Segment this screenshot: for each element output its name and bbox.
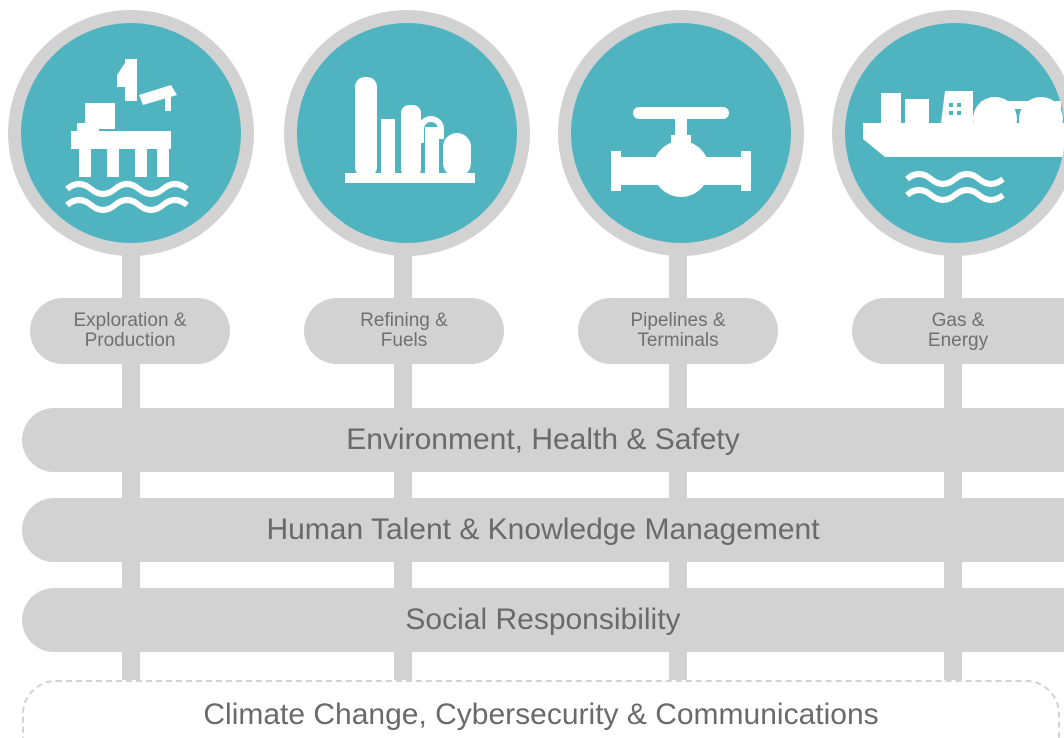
sector-label-gas: Gas & Energy	[852, 298, 1064, 364]
sector-label-line: Pipelines &	[630, 310, 726, 331]
sector-circle-gas	[832, 10, 1064, 256]
sector-circle-exploration	[8, 10, 254, 256]
emerging-layer-label: Climate Change, Cybersecurity & Communic…	[203, 698, 879, 731]
sector-label-line: Gas &	[931, 310, 985, 331]
sector-label-exploration: Exploration & Production	[30, 298, 230, 364]
emerging-layer-dashed: Climate Change, Cybersecurity & Communic…	[22, 680, 1060, 738]
sector-circle-refining	[284, 10, 530, 256]
sector-label-line: Fuels	[380, 330, 428, 351]
sector-label-pipelines: Pipelines & Terminals	[578, 298, 778, 364]
offshore-platform-icon	[65, 59, 189, 213]
layer-bar-social: Social Responsibility	[22, 588, 1064, 652]
sector-label-line: Refining &	[360, 310, 448, 331]
layer-bar-ehs: Environment, Health & Safety	[22, 408, 1064, 472]
sector-label-line: Exploration &	[73, 310, 187, 331]
lng-tanker-icon	[863, 91, 1064, 203]
sector-label-refining: Refining & Fuels	[304, 298, 504, 364]
sector-label-line: Production	[84, 330, 176, 351]
sector-circle-pipelines	[558, 10, 804, 256]
pipeline-valve-icon	[611, 107, 751, 197]
refinery-icon	[345, 77, 475, 183]
sector-label-line: Energy	[927, 330, 989, 351]
sector-label-line: Terminals	[637, 330, 719, 351]
layer-bar-talent: Human Talent & Knowledge Management	[22, 498, 1064, 562]
